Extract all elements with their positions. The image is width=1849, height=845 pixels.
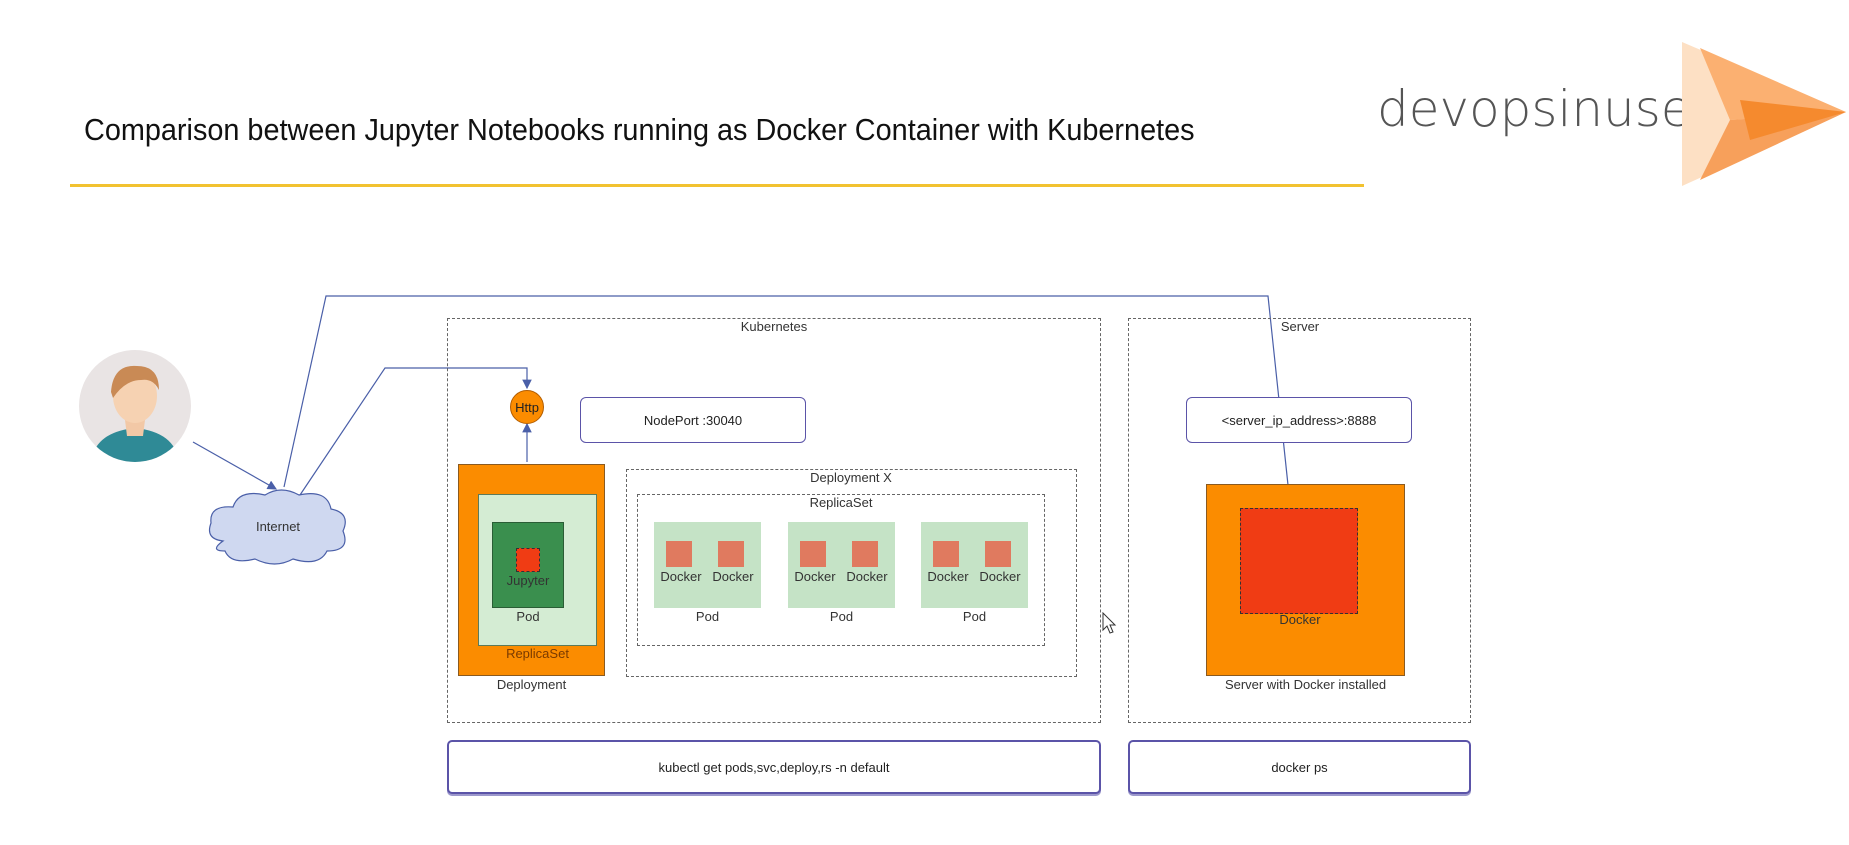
deployment-x-replicaset-box (637, 494, 1045, 646)
brand-logo-triangle-icon (1682, 42, 1846, 186)
kubectl-command-box: kubectl get pods,svc,deploy,rs -n defaul… (447, 740, 1101, 794)
kubernetes-label: Kubernetes (740, 319, 808, 334)
docker-container-square (718, 541, 744, 567)
pod-x2-label: Pod (829, 609, 854, 624)
kubernetes-cluster-box (447, 318, 1101, 723)
docker-container-square (800, 541, 826, 567)
brand-logo-text: devopsinuse (1377, 80, 1692, 138)
server-docker-label: Docker (1279, 612, 1321, 627)
internet-cloud-icon (208, 489, 346, 565)
docker-container-square (933, 541, 959, 567)
user-avatar-icon (79, 350, 191, 462)
http-node: Http (510, 390, 544, 424)
docker-ps-command-box: docker ps (1128, 740, 1471, 794)
docker-label: Docker (927, 569, 969, 584)
nodeport-pill: NodePort :30040 (580, 397, 806, 443)
pod-x3-label: Pod (962, 609, 987, 624)
user-to-internet-arrow (192, 441, 278, 490)
deployment-label: Deployment (496, 677, 567, 692)
deployment-x-replicaset-label: ReplicaSet (809, 495, 873, 510)
docker-label: Docker (712, 569, 754, 584)
deployment-x-label: Deployment X (810, 470, 892, 485)
server-host-label: Server with Docker installed (1224, 677, 1387, 692)
docker-container-square (666, 541, 692, 567)
docker-container-square (985, 541, 1011, 567)
server-address-pill: <server_ip_address>:8888 (1186, 397, 1412, 443)
internet-to-http-arrow (299, 367, 532, 496)
server-label: Server (1280, 319, 1320, 334)
server-box (1128, 318, 1471, 723)
docker-label: Docker (660, 569, 702, 584)
jupyter-label: Jupyter (506, 573, 550, 588)
title-underline (70, 184, 1364, 187)
docker-container-square (852, 541, 878, 567)
internet-to-server-line (283, 295, 1289, 488)
replicaset-label: ReplicaSet (506, 646, 569, 661)
mouse-cursor-icon (1102, 612, 1117, 634)
docker-label: Docker (846, 569, 888, 584)
internet-label: Internet (255, 519, 301, 534)
slide-title: Comparison between Jupyter Notebooks run… (84, 112, 1195, 147)
docker-label: Docker (794, 569, 836, 584)
pod-label: Pod (516, 609, 540, 624)
docker-label: Docker (979, 569, 1021, 584)
pod-x1-label: Pod (695, 609, 720, 624)
jupyter-container-square (516, 548, 540, 572)
server-docker-container-square (1240, 508, 1358, 614)
deployment-x-box (626, 469, 1077, 677)
